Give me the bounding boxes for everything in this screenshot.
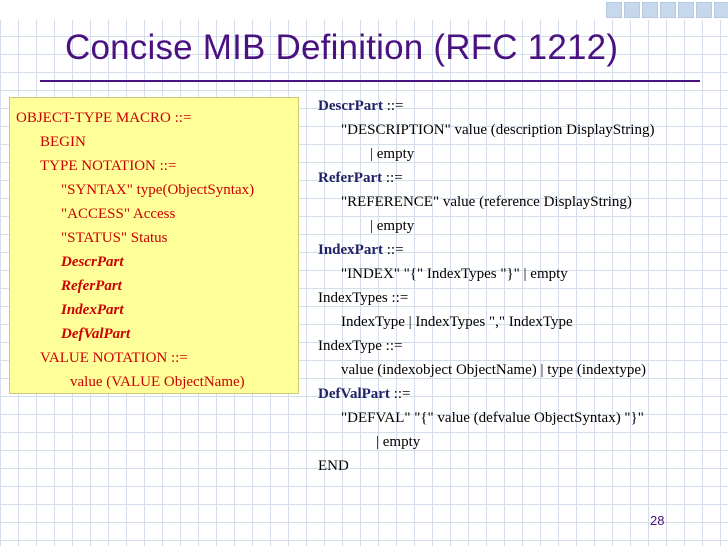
macro-line: BEGIN (40, 134, 86, 150)
macro-line: TYPE NOTATION ::= (40, 158, 177, 174)
indexpart-head: IndexPart ::= (318, 238, 723, 262)
referpart-head: ReferPart ::= (318, 166, 723, 190)
macro-line-defvalpart: DefValPart (61, 326, 131, 342)
indexpart-rule: "INDEX" "{" IndexTypes "}" | empty (341, 266, 568, 282)
referpart-name: ReferPart (318, 170, 383, 186)
slide-title: Concise MIB Definition (RFC 1212) (65, 28, 619, 67)
macro-line: VALUE NOTATION ::= (40, 350, 188, 366)
defvalpart-head: DefValPart ::= (318, 382, 723, 406)
descrpart-name: DescrPart (318, 98, 383, 114)
referpart-alt: | empty (370, 218, 415, 234)
defvalpart-name: DefValPart (318, 386, 390, 402)
descrpart-head: DescrPart ::= (318, 94, 723, 118)
top-bar (0, 0, 728, 20)
macro-line: "STATUS" Status (61, 230, 168, 246)
descrpart-op: ::= (382, 98, 404, 114)
descrpart-alt: | empty (370, 146, 415, 162)
macro-definition-box: OBJECT-TYPE MACRO ::= BEGIN TYPE NOTATIO… (9, 97, 299, 394)
indexpart-op: ::= (383, 242, 404, 258)
decorative-squares (598, 0, 728, 20)
page-number: 28 (650, 513, 665, 528)
descrpart-rule: "DESCRIPTION" value (description Display… (341, 122, 655, 138)
defvalpart-rule: "DEFVAL" "{" value (defvalue ObjectSynta… (341, 410, 644, 426)
referpart-rule: "REFERENCE" value (reference DisplayStri… (341, 194, 632, 210)
referpart-op: ::= (382, 170, 403, 186)
grammar-definitions: DescrPart ::= "DESCRIPTION" value (descr… (318, 94, 723, 478)
indexpart-name: IndexPart (318, 242, 383, 258)
indextype-head: IndexType ::= (318, 338, 403, 354)
macro-line-indexpart: IndexPart (61, 302, 124, 318)
defvalpart-op: ::= (389, 386, 411, 402)
indextypes-head: IndexTypes ::= (318, 290, 409, 306)
end-keyword: END (318, 458, 349, 474)
macro-line-descrpart: DescrPart (61, 254, 124, 270)
macro-line: OBJECT-TYPE MACRO ::= (16, 110, 192, 126)
macro-line-referpart: ReferPart (61, 278, 122, 294)
macro-line: value (VALUE ObjectName) (70, 374, 245, 390)
title-underline (40, 80, 700, 82)
macro-line: "ACCESS" Access (61, 206, 176, 222)
macro-line: "SYNTAX" type(ObjectSyntax) (61, 182, 255, 198)
indextype-rule: value (indexobject ObjectName) | type (i… (341, 362, 646, 378)
indextypes-rule: IndexType | IndexTypes "," IndexType (341, 314, 573, 330)
defvalpart-alt: | empty (376, 434, 421, 450)
